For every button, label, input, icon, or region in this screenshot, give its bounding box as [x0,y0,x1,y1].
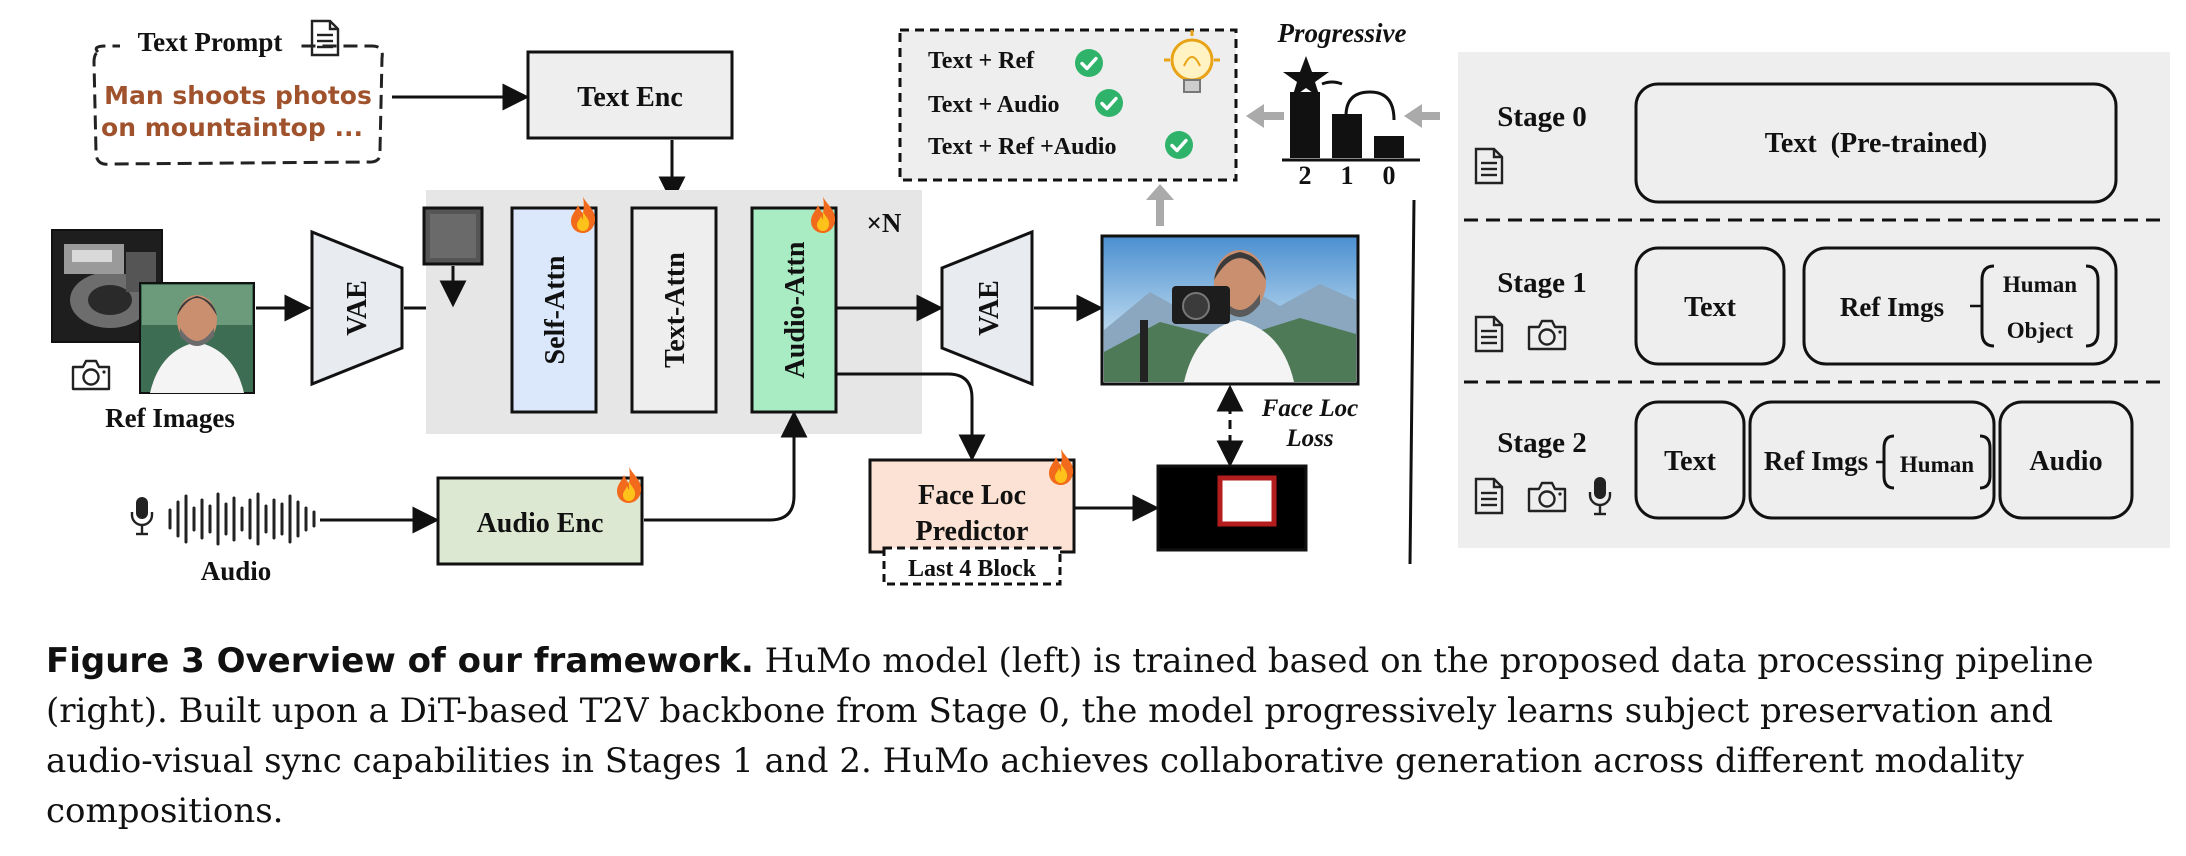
progressive-bar-label: 1 [1341,161,1354,190]
noise-latent [422,206,484,266]
text-encoder-box [526,50,734,140]
audio-attn-label: Audio-Attn [780,241,811,378]
stage-2-box-text-label: Text [1664,446,1717,477]
audio-encoder-label: Audio Enc [477,508,604,539]
stage-2-label: Stage 2 [1497,427,1586,459]
progressive-bar [1374,136,1404,158]
stage-2-item-human: Human [1900,452,1974,477]
check-icon [1164,130,1194,160]
stage-2-box-audio [1998,400,2134,520]
progressive-bar [1290,92,1320,158]
prompt-text-line2: on mountaintop ... [101,113,363,142]
audio-input-label: Audio [201,556,272,586]
stage-1-label: Stage 1 [1497,267,1586,299]
stage-0-label: Stage 0 [1497,101,1586,133]
vae-encoder-label: VAE [342,280,373,336]
star-icon [1283,56,1329,98]
generated-video-frame [1100,234,1360,386]
check-icon [1094,88,1124,118]
prompt-text-line1: Man shoots photos [104,81,372,110]
audio-waveform [168,492,316,546]
face-loc-predictor-line1: Face Loc [918,480,1026,511]
framework-diagram: Text Prompt Text Prompt Man shoots photo… [51,18,2170,586]
ref-images-label: Ref Images [105,403,235,433]
progressive-bar [1332,114,1362,158]
text-prompt-label: Text Prompt [138,27,283,57]
stage-1-ref-label: Ref Imgs [1840,292,1944,322]
caption-lead: Figure 3 Overview of our framework. [46,641,754,681]
face-loc-loss-label-line1: Face Loc [1261,395,1358,422]
ref-image-human [139,282,255,394]
text-encoder-label: Text Enc [577,82,683,113]
mode-text-audio: Text + Audio [928,92,1060,118]
trainable-flame-icon [617,467,642,503]
vae-encoder [310,229,404,387]
face-loc-predictor-line2: Predictor [916,516,1029,547]
last-block-tag [882,546,1062,586]
stage-1-box-text-label: Text [1684,292,1737,323]
last-block-label: Last 4 Block [908,556,1037,582]
progressive-bar-label: 2 [1299,161,1312,190]
camera-icon [71,359,111,391]
prompt-cloud [92,44,384,166]
repeat-n-label: ×N [867,208,902,238]
stage-1-box-text [1634,246,1786,366]
lightbulb-icon [1164,30,1220,93]
stage-2-box-text [1634,400,1746,520]
face-loc-loss-label-line2: Loss [1285,425,1333,452]
vae-decoder-label: VAE [974,280,1005,336]
progressive-bar-label: 0 [1383,161,1396,190]
stage-0-box-pretrained [1634,82,2118,204]
audio-encoder-box [436,476,644,566]
microphone-icon [130,496,154,536]
mode-text-ref: Text + Ref [928,48,1035,74]
mode-text-ref-audio: Text + Ref +Audio [928,134,1116,160]
vae-decoder [940,229,1034,387]
stage-2-ref-label: Ref Imgs [1764,446,1868,476]
stage-1-item-object: Object [2007,318,2074,343]
stage-1-item-human: Human [2003,272,2077,297]
self-attn-block [510,206,598,414]
figure-caption: Figure 3 Overview of our framework. HuMo… [46,636,2166,836]
caption-body: HuMo model (left) is trained based on th… [46,641,2094,831]
text-attn-block [630,206,718,414]
trainable-flame-icon [1049,449,1074,485]
stage-0-box-pretrained-label: Text (Pre-trained) [1765,128,1987,159]
stage-2-box-audio-label: Audio [2029,446,2102,477]
check-icon [1074,48,1104,78]
progressive-label: Progressive [1277,18,1407,48]
self-attn-label: Self-Attn [540,255,571,364]
stage-2-box-ref [1748,400,1996,520]
text-attn-label: Text-Attn [660,252,691,368]
face-mask-output [1156,464,1308,552]
stage-1-box-ref [1802,246,2118,366]
